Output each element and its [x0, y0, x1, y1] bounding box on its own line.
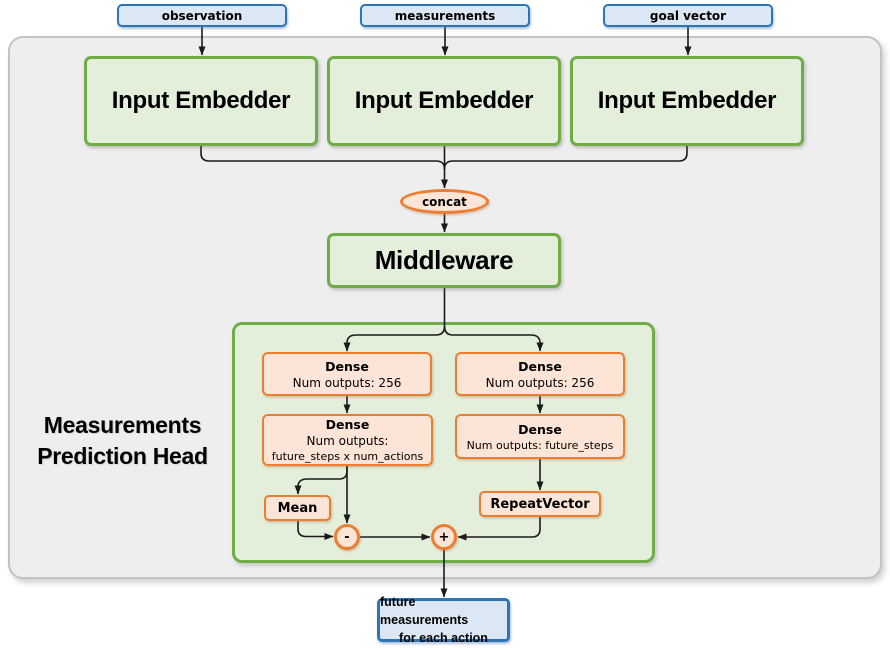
input-embedder-observation: Input Embedder — [84, 56, 318, 146]
repeat-vector-node: RepeatVector — [479, 491, 601, 517]
input-box-measurements: measurements — [360, 4, 530, 27]
dense-left-2: Dense Num outputs: future_steps x num_ac… — [262, 414, 433, 466]
prediction-head-title-line2: Prediction Head — [37, 443, 208, 469]
dense-left-2-outputs-line2: future_steps x num_actions — [271, 450, 424, 463]
dense-right-1-title: Dense — [518, 358, 562, 374]
input-embedder-goal-vector: Input Embedder — [570, 56, 804, 146]
dense-left-2-title: Dense — [325, 417, 370, 432]
concat-node: concat — [400, 189, 489, 214]
prediction-head-title: Measurements Prediction Head — [15, 410, 230, 472]
add-node: + — [431, 524, 457, 550]
output-box-line1: future measurements — [380, 595, 469, 627]
dense-right-2: Dense Num outputs: future_steps — [455, 414, 625, 459]
dense-right-2-title: Dense — [518, 421, 562, 437]
dense-left-1-outputs: Num outputs: 256 — [292, 375, 402, 390]
middleware-node: Middleware — [327, 233, 561, 288]
dense-right-1: Dense Num outputs: 256 — [455, 352, 625, 396]
mean-node: Mean — [264, 495, 331, 521]
input-embedder-measurements: Input Embedder — [327, 56, 561, 146]
input-box-observation: observation — [117, 4, 287, 27]
subtract-node: - — [334, 524, 360, 550]
dense-left-2-outputs-line1: Num outputs: — [306, 434, 389, 448]
input-box-goal-vector: goal vector — [603, 4, 773, 27]
dense-right-1-outputs: Num outputs: 256 — [485, 375, 595, 390]
dense-left-1: Dense Num outputs: 256 — [262, 352, 432, 396]
dense-left-1-title: Dense — [325, 358, 369, 374]
output-box: future measurements for each action — [377, 595, 510, 645]
dense-right-2-outputs: Num outputs: future_steps — [466, 438, 614, 452]
prediction-head-title-line1: Measurements — [43, 412, 202, 438]
output-box-line2: for each action — [399, 631, 488, 645]
